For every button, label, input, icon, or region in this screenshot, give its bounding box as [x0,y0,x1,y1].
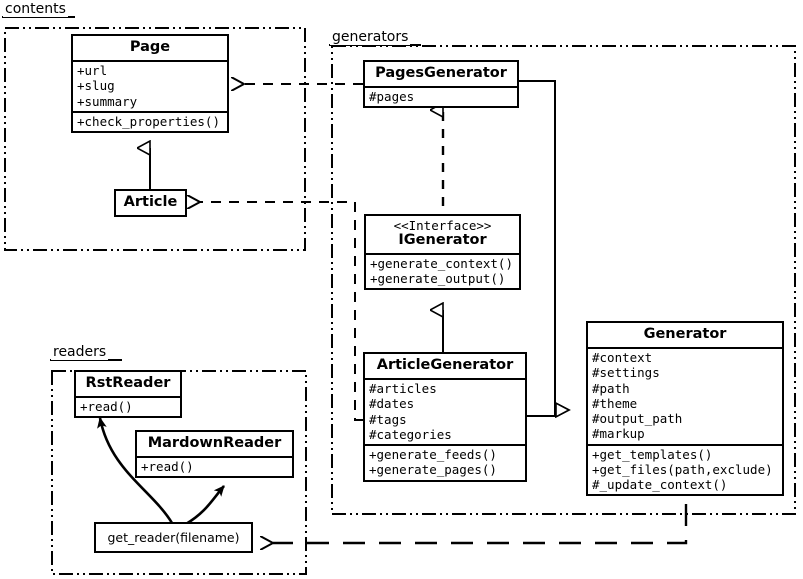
class-name-generator: Generator [643,326,727,342]
attribute-item: #markup [592,426,645,442]
attribute-item: #path [592,380,630,396]
class-name-article: Article [123,194,178,210]
class-name-rstreader: RstReader [85,375,171,391]
operation-item: +check_properties() [77,113,220,129]
class-attributes-pagesgenerator: #pages [365,86,517,106]
class-box-article[interactable]: Article [114,189,187,218]
class-operations-rstreader: +read() [76,396,180,416]
attribute-item: #pages [369,89,415,105]
attribute-item: #settings [592,365,660,381]
attribute-item: +slug [77,78,115,94]
class-operations-mardownreader: +read() [137,456,292,476]
operation-item: +read() [141,459,194,475]
function-box-get-reader[interactable]: get_reader(filename) [94,522,253,553]
function-label-get-reader: get_reader(filename) [107,530,240,545]
operation-item: +get_templates() [592,446,713,462]
class-operations-generator: +get_templates() +get_files(path,exclude… [588,443,782,495]
class-attributes-page: +url +slug +summary [73,60,227,111]
package-label-readers: readers [51,344,109,360]
class-name-igenerator: IGenerator [398,231,487,248]
attribute-item: #articles [369,381,437,397]
operation-item: +generate_feeds() [369,447,497,463]
operation-item: #_update_context() [592,477,728,493]
attribute-item: #output_path [592,411,683,427]
class-name-pagesgenerator: PagesGenerator [375,65,507,81]
class-box-pagesgenerator[interactable]: PagesGenerator #pages [363,60,519,109]
operation-item: +generate_pages() [369,462,497,478]
class-attributes-articlegenerator: #articles #dates #tags #categories [365,378,525,444]
attribute-item: #tags [369,411,407,427]
class-operations-igenerator: +generate_context() +generate_output() [366,252,519,289]
operation-item: +generate_context() [370,255,513,271]
attribute-item: #context [592,350,653,366]
rel-generator-depends-getreader [273,504,688,543]
package-label-contents: contents [3,1,68,17]
class-operations-page: +check_properties() [73,110,227,131]
class-stereotype-igenerator: <<Interface>> [393,218,492,233]
rel-getreader-returns-mardownreader [185,485,225,526]
class-box-rstreader[interactable]: RstReader +read() [74,370,182,419]
attribute-item: #theme [592,395,638,411]
class-operations-articlegenerator: +generate_feeds() +generate_pages() [365,444,525,480]
class-box-articlegenerator[interactable]: ArticleGenerator #articles #dates #tags … [363,352,527,482]
operation-item: +get_files(path,exclude) [592,461,773,477]
package-label-generators: generators [330,29,411,45]
attribute-item: #dates [369,396,415,412]
class-box-generator[interactable]: Generator #context #settings #path #them… [586,321,784,497]
class-box-igenerator[interactable]: <<Interface>> IGenerator +generate_conte… [364,214,521,291]
class-name-mardownreader: MardownReader [147,435,282,451]
attribute-item: +url [77,63,108,79]
class-box-page[interactable]: Page +url +slug +summary +check_properti… [71,34,229,134]
class-attributes-generator: #context #settings #path #theme #output_… [588,347,782,444]
class-name-articlegenerator: ArticleGenerator [376,357,514,373]
operation-item: +read() [80,399,133,415]
attribute-item: +summary [77,93,138,109]
class-box-mardownreader[interactable]: MardownReader +read() [135,430,294,479]
class-name-page: Page [129,39,171,55]
rel-articlegenerator-depends-article [200,202,363,421]
operation-item: +generate_output() [370,271,506,287]
rel-articlegenerator-aggregates-generator [527,410,569,416]
attribute-item: #categories [369,426,452,442]
